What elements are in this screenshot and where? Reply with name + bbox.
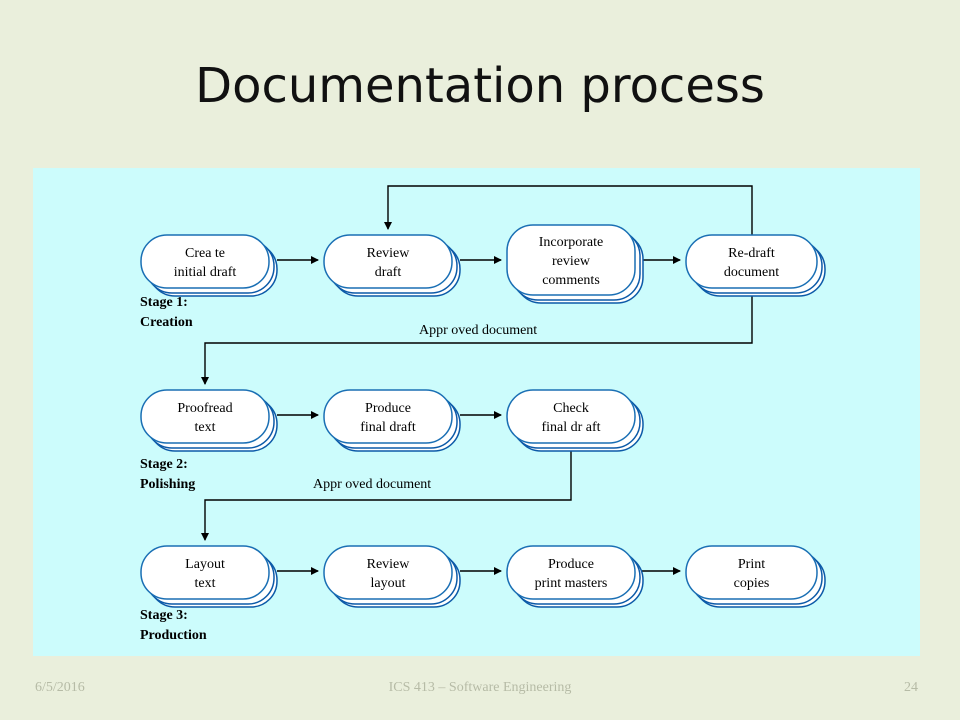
check-final-draft-box: Check final dr aft (506, 389, 644, 452)
approved-document-1-label: Appr oved document (419, 323, 537, 338)
arrow-check-to-layout (201, 443, 572, 541)
arrow-redraft-to-review-loop (384, 185, 753, 235)
proofread-text-label-line: Proofread (177, 401, 232, 416)
incorporate-review-comments-label-line: Incorporate (539, 235, 604, 250)
produce-final-draft-label-line: Produce (365, 401, 411, 416)
proofread-text-label-line: text (195, 420, 216, 435)
re-draft-document-label-line: Re-draft (728, 246, 775, 261)
stage-3-label: Stage 3: (140, 608, 188, 623)
review-layout-label-line: layout (371, 576, 406, 591)
re-draft-document-box: Re-draft document (685, 234, 826, 297)
layout-text-box: Layout text (140, 545, 278, 608)
create-initial-draft-label-line: Crea te (185, 246, 225, 261)
create-initial-draft-box: Crea te initial draft (140, 234, 278, 297)
print-copies-label-line: copies (734, 576, 770, 591)
check-final-draft-label-line: Check (553, 401, 589, 416)
produce-print-masters-label-line: print masters (535, 576, 608, 591)
review-draft-box: Review draft (323, 234, 461, 297)
stage-2-name: Polishing (140, 477, 195, 492)
create-initial-draft-label-line: initial draft (174, 265, 237, 280)
produce-final-draft-box: Produce final draft (323, 389, 461, 452)
incorporate-review-comments-box: Incorporate review comments (506, 224, 644, 304)
footer-date: 6/5/2016 (35, 680, 85, 695)
print-copies-label-line: Print (738, 557, 765, 572)
check-final-draft-label-line: final dr aft (541, 420, 600, 435)
proofread-text-box: Proofread text (140, 389, 278, 452)
review-draft-label-line: Review (367, 246, 411, 261)
stage-1-name: Creation (140, 315, 193, 330)
approved-document-2-label: Appr oved document (313, 477, 431, 492)
re-draft-document-label-line: document (724, 265, 779, 280)
review-layout-box: Review layout (323, 545, 461, 608)
arrow-redraft-to-proofread (201, 296, 753, 385)
incorporate-review-comments-label-line: review (552, 254, 591, 269)
produce-final-draft-label-line: final draft (360, 420, 416, 435)
print-copies-box: Print copies (685, 545, 826, 608)
review-layout-label-line: Review (367, 557, 411, 572)
stage-3-name: Production (140, 628, 207, 643)
layout-text-label-line: text (195, 576, 216, 591)
footer-page-number: 24 (904, 680, 918, 695)
review-draft-label-line: draft (375, 265, 402, 280)
footer-course: ICS 413 – Software Engineering (388, 680, 572, 695)
incorporate-review-comments-label-line: comments (542, 273, 600, 288)
stage-1-label: Stage 1: (140, 295, 188, 310)
stage-2-label: Stage 2: (140, 457, 188, 472)
slide-title: Documentation process (195, 58, 765, 114)
produce-print-masters-box: Produce print masters (506, 545, 644, 608)
produce-print-masters-label-line: Produce (548, 557, 594, 572)
layout-text-label-line: Layout (185, 557, 225, 572)
